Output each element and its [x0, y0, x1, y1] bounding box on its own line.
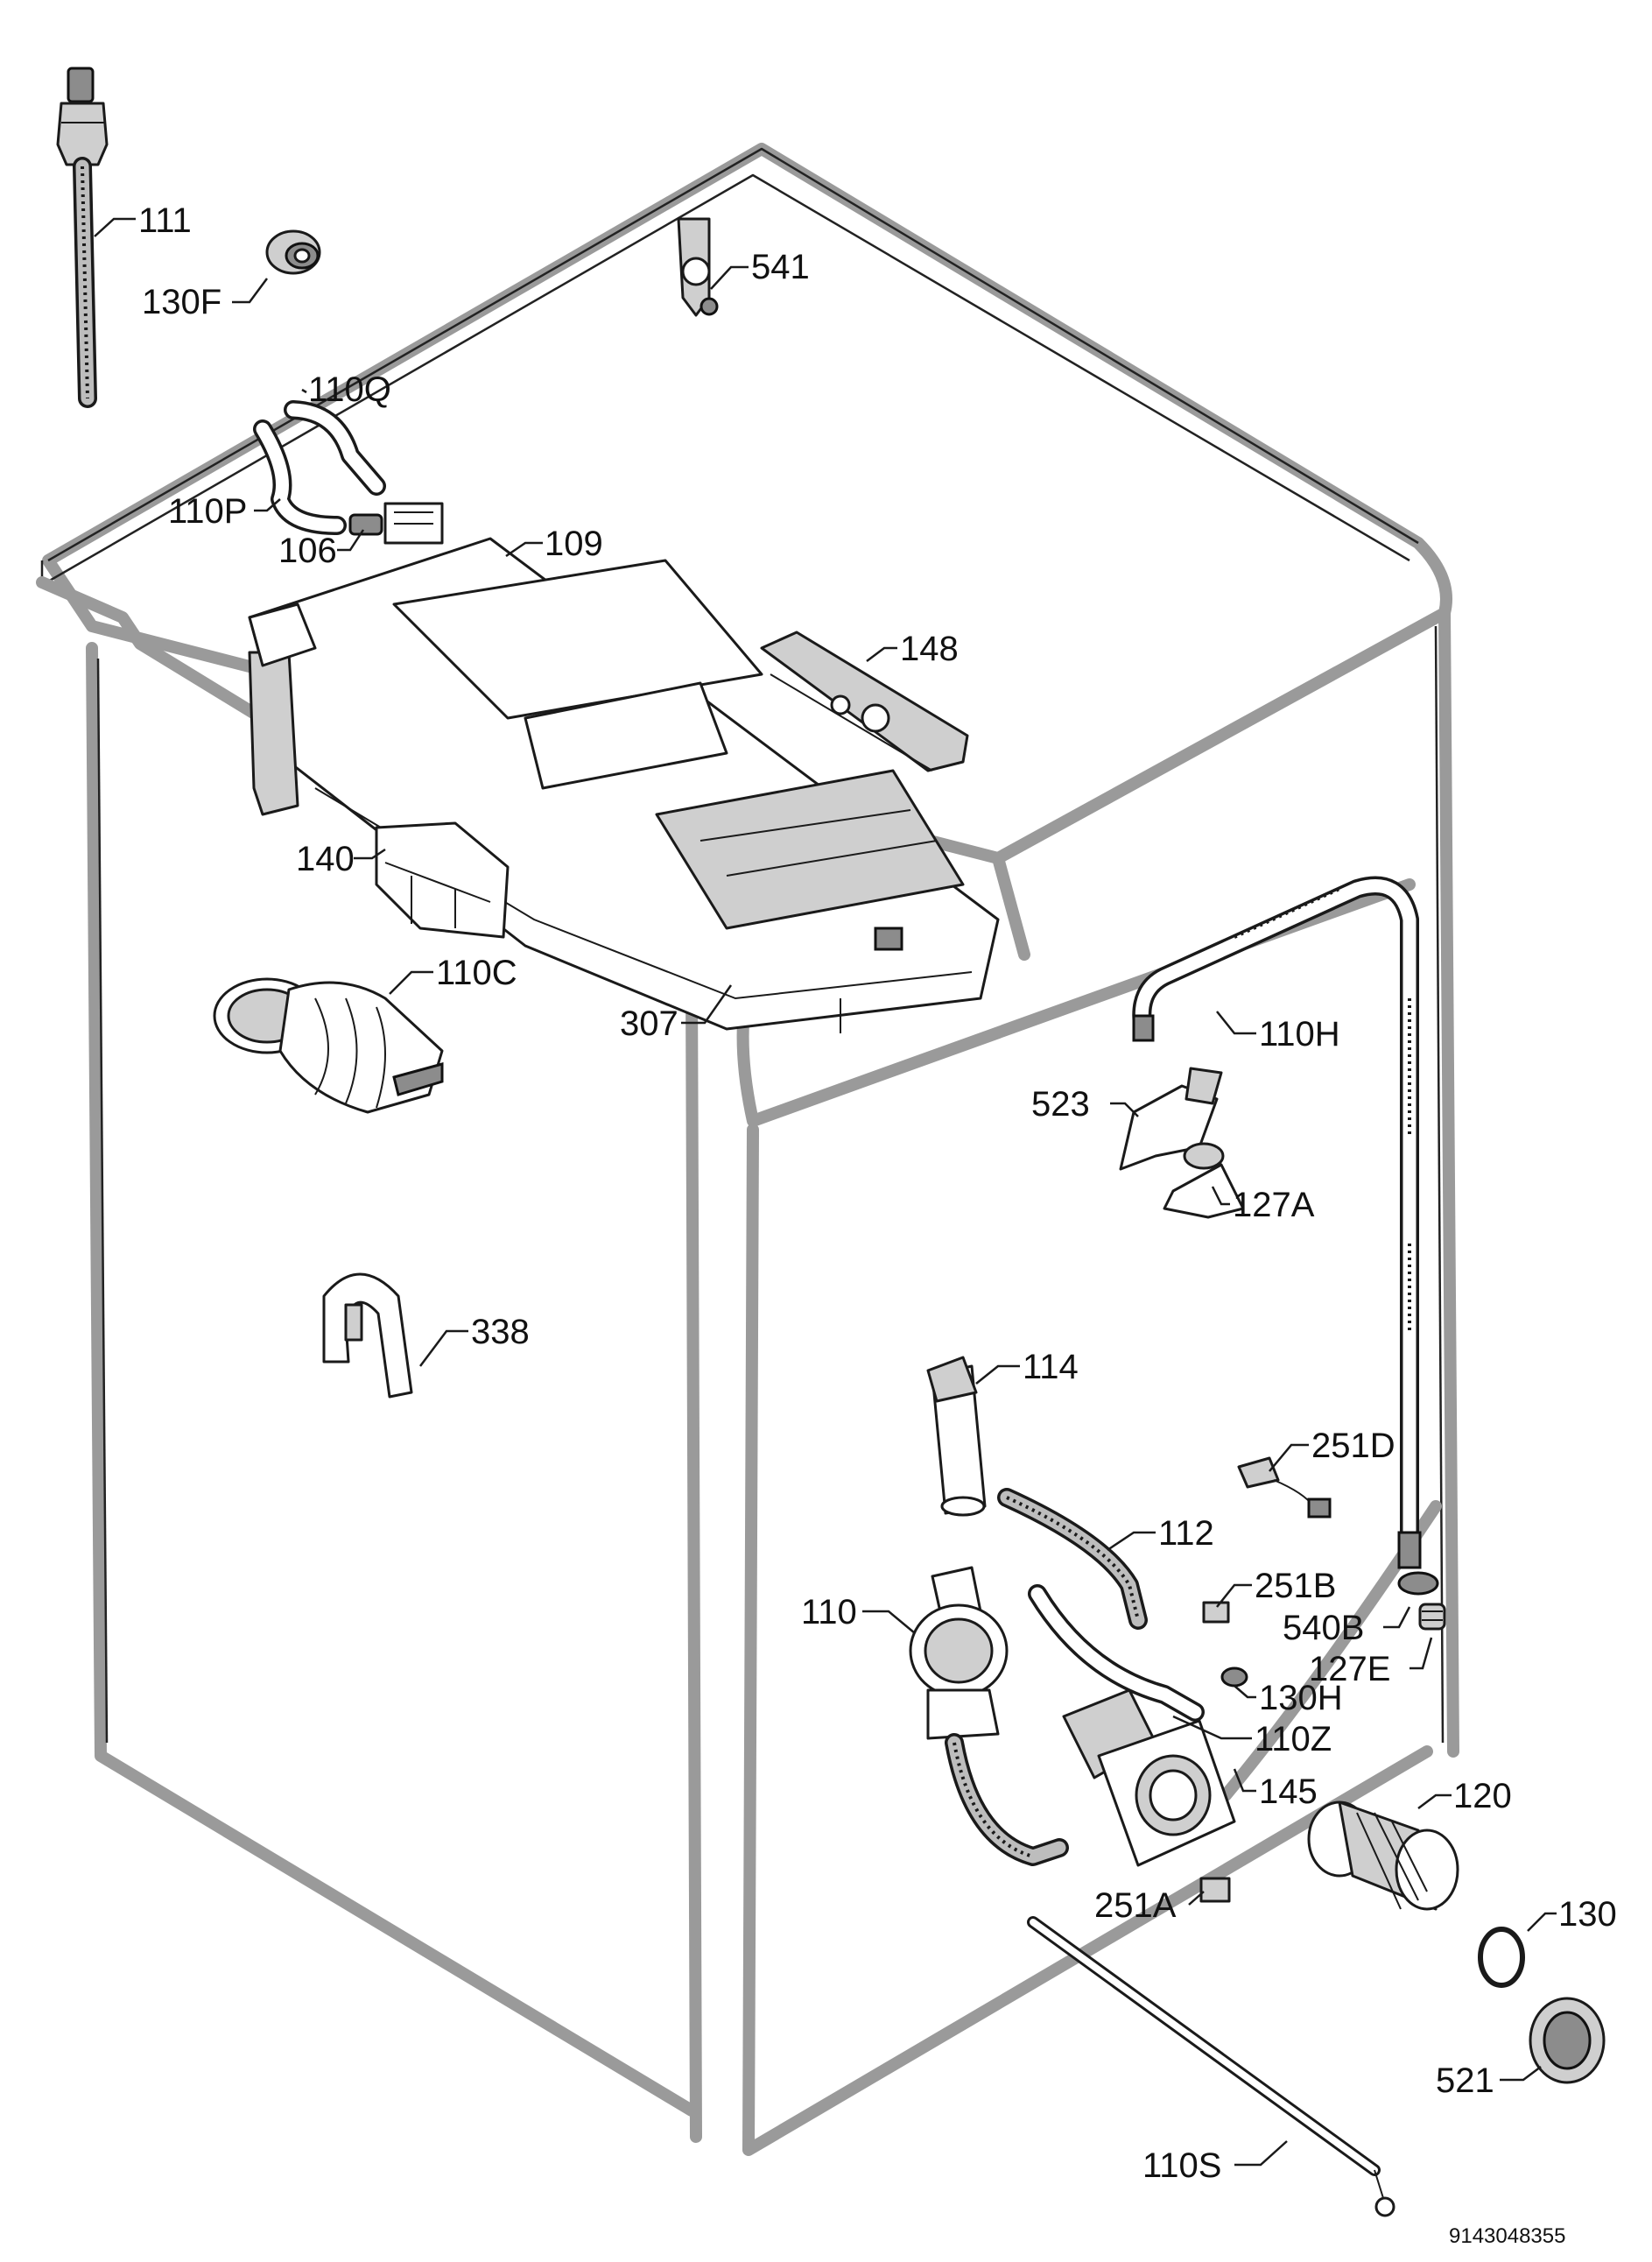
label-251A: 251A [1094, 1886, 1177, 1925]
pump-housing-145 [1062, 1688, 1236, 1867]
part-labels: 111 130F 541 110Q 110P 106 109 148 140 1… [138, 201, 1617, 2248]
panel-148 [760, 631, 969, 772]
drain-hose-110S [1027, 1916, 1395, 2217]
bellows-110C [213, 977, 444, 1114]
label-541: 541 [751, 248, 810, 286]
label-148: 148 [900, 630, 959, 668]
document-number: 9143048355 [1449, 2224, 1565, 2248]
ring-130 [1478, 1927, 1525, 1988]
label-112: 112 [1158, 1514, 1214, 1553]
wiring-251D [1237, 1456, 1332, 1519]
label-114: 114 [1023, 1348, 1079, 1386]
label-127E: 127E [1309, 1650, 1390, 1688]
label-127A: 127A [1233, 1186, 1315, 1224]
label-130F: 130F [142, 283, 221, 321]
connector-251A [1199, 1877, 1231, 1903]
hose-guide-338 [322, 1272, 413, 1399]
valve-106 [348, 502, 444, 545]
label-111: 111 [138, 201, 192, 240]
hose-110H [1132, 876, 1422, 1569]
label-110Q: 110Q [308, 370, 391, 409]
label-251B: 251B [1255, 1567, 1336, 1605]
hose-110Z [1028, 1584, 1205, 1722]
label-540B: 540B [1283, 1609, 1364, 1647]
bracket-541 [677, 217, 719, 317]
label-140: 140 [296, 840, 355, 878]
pipe-114 [926, 1356, 987, 1517]
label-110C: 110C [436, 954, 517, 992]
inlet-hose-111 [56, 67, 109, 408]
label-130: 130 [1558, 1895, 1617, 1934]
dispenser-housing-109-307 [248, 537, 1000, 1033]
small-parts-251B-540B-127E-130H [1202, 1571, 1446, 1688]
label-130H: 130H [1259, 1679, 1343, 1717]
sump-housing-110 [909, 1566, 1069, 1866]
label-307: 307 [620, 1004, 678, 1043]
nut-130F [265, 229, 321, 275]
drain-hose-112 [997, 1488, 1148, 1630]
label-106: 106 [278, 532, 337, 570]
leader-lines [94, 217, 1557, 2167]
drawer-140 [375, 821, 510, 939]
label-521: 521 [1436, 2061, 1494, 2100]
label-110P: 110P [168, 492, 247, 531]
cabinet-outline [36, 143, 1459, 2156]
label-120: 120 [1453, 1777, 1512, 1815]
cover-127A [1163, 1142, 1245, 1219]
label-251D: 251D [1311, 1427, 1395, 1465]
filter-120 [1307, 1800, 1459, 1911]
label-109: 109 [545, 525, 603, 563]
label-110H: 110H [1259, 1015, 1340, 1053]
label-110Z: 110Z [1255, 1720, 1332, 1758]
cap-521 [1529, 1997, 1606, 2084]
label-523: 523 [1031, 1085, 1090, 1124]
label-110S: 110S [1142, 2146, 1221, 2185]
label-145: 145 [1259, 1772, 1318, 1811]
label-338: 338 [471, 1313, 530, 1351]
label-110: 110 [801, 1593, 857, 1631]
